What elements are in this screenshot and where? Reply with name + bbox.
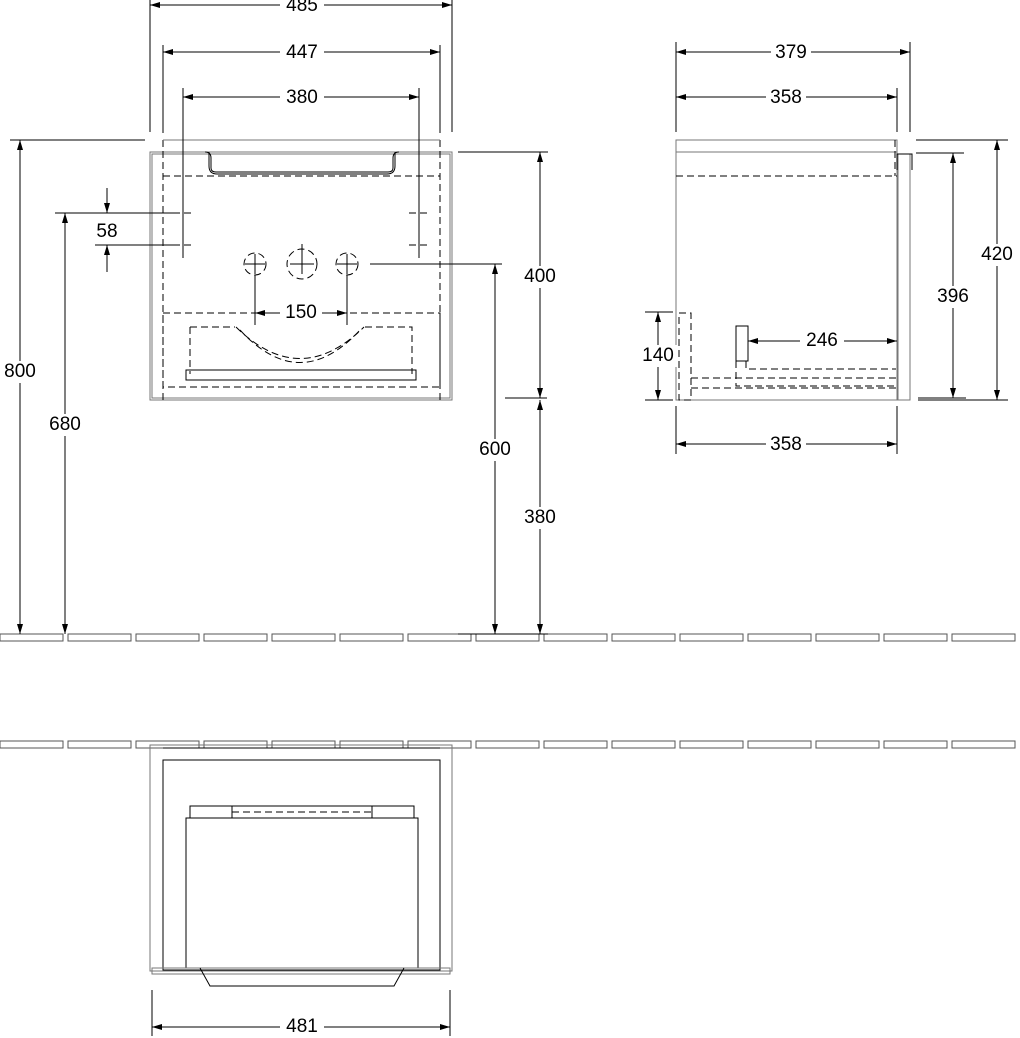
floor-tile (883, 740, 948, 749)
floor-tile (815, 740, 880, 749)
front-view (149, 139, 453, 401)
dim-top-width: 447 (286, 42, 318, 63)
floor-line-elevation (0, 633, 1016, 642)
floor-tile (611, 740, 676, 749)
floor-tile (271, 633, 336, 642)
floor-tile (883, 633, 948, 642)
floor-tile (203, 633, 268, 642)
floor-tile (67, 633, 132, 642)
dim-top-view-width: 481 (286, 1016, 318, 1037)
dim-overall-depth: 379 (775, 42, 807, 63)
floor-tile (747, 740, 812, 749)
tap-holes (243, 244, 359, 280)
floor-tile (951, 633, 1016, 642)
floor-tile (0, 633, 64, 642)
front-dimensions: 485 447 380 400 380 600 680 800 58 150 (0, 0, 560, 635)
floor-tile (951, 740, 1016, 749)
floor-tile (407, 633, 472, 642)
floor-tile (0, 740, 64, 749)
dim-cabinet-height: 400 (524, 266, 556, 287)
floor-tile (679, 633, 744, 642)
dim-overall-width: 485 (286, 0, 318, 16)
floor-tile (475, 633, 540, 642)
dim-mount-height: 680 (49, 414, 81, 435)
top-view (149, 744, 453, 987)
top-dimensions: 481 (151, 990, 451, 1038)
dim-tap-height: 600 (479, 439, 511, 460)
dim-mount-spacing: 58 (96, 221, 117, 242)
dim-tap-spacing: 150 (285, 302, 317, 323)
dim-total-height-side: 420 (981, 244, 1013, 265)
dim-bottom-depth: 358 (770, 434, 802, 455)
mount-hole-markers (173, 203, 429, 255)
floor-tile (339, 633, 404, 642)
dim-siphon-height: 140 (642, 345, 674, 366)
floor-tile (135, 633, 200, 642)
floor-tile (747, 633, 812, 642)
side-view (675, 139, 913, 401)
dim-handle-spacing: 380 (286, 87, 318, 108)
dim-total-height: 800 (4, 361, 36, 382)
floor-tile (543, 633, 608, 642)
dim-floor-clearance: 380 (524, 507, 556, 528)
side-dimensions: 379 358 358 420 396 140 246 (638, 42, 1017, 455)
floor-tile (815, 633, 880, 642)
floor-tile (543, 740, 608, 749)
dim-inner-height: 396 (937, 286, 969, 307)
floor-tile (611, 633, 676, 642)
dim-siphon-depth: 246 (806, 330, 838, 351)
dim-inner-depth: 358 (770, 87, 802, 108)
floor-tile (679, 740, 744, 749)
floor-tile (475, 740, 540, 749)
floor-tile (67, 740, 132, 749)
